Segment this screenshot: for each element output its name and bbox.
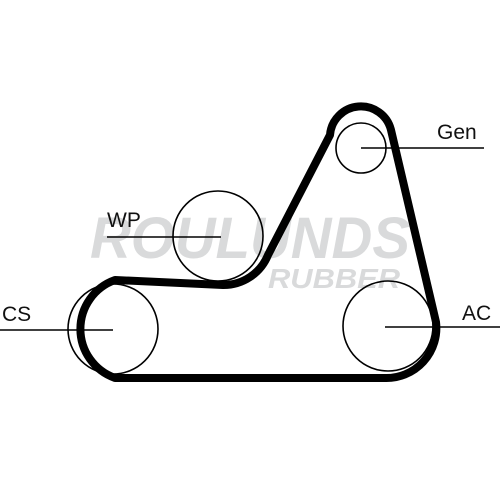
ac-label: AC	[462, 302, 491, 325]
cs-pulley	[67, 283, 159, 375]
gen-label: Gen	[437, 121, 477, 144]
wp-label: WP	[107, 209, 141, 232]
wp-pulley	[172, 190, 264, 282]
cs-label: CS	[2, 303, 31, 326]
watermark: ROULUNDS RUBBER	[90, 206, 410, 294]
watermark-sub: RUBBER	[268, 263, 401, 294]
ac-pulley	[342, 280, 434, 372]
serpentine-belt	[76, 102, 441, 383]
watermark-brand: ROULUNDS	[90, 206, 410, 271]
